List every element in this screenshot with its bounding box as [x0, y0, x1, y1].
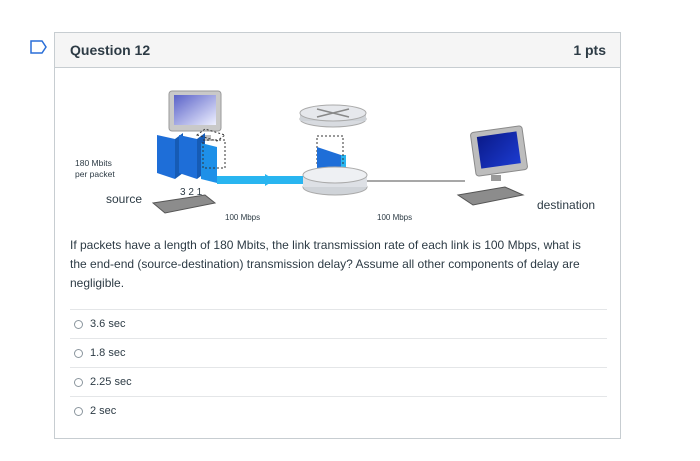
- answer-label: 2 sec: [90, 405, 117, 417]
- source-label: source: [106, 192, 142, 206]
- answer-option[interactable]: 1.8 sec: [70, 338, 607, 367]
- answer-option[interactable]: 3.6 sec: [70, 309, 607, 338]
- answer-option[interactable]: 2 sec: [70, 396, 607, 425]
- arrow-icon: [265, 174, 275, 186]
- radio-button[interactable]: [74, 377, 83, 387]
- link2-rate-label: 100 Mbps: [377, 213, 412, 222]
- answer-list: 3.6 sec 1.8 sec 2.25 sec 2 sec: [70, 309, 607, 425]
- radio-button[interactable]: [74, 319, 83, 329]
- switch-icon: [302, 166, 368, 196]
- packet-size-label-2: per packet: [75, 169, 115, 179]
- question-title: Question 12: [70, 42, 151, 58]
- radio-button[interactable]: [74, 348, 83, 358]
- radio-button[interactable]: [74, 406, 83, 416]
- transmission-bar: [217, 176, 349, 184]
- router-icon: [299, 104, 367, 128]
- network-diagram: 180 Mbits per packet 3 2 1 source destin…: [55, 83, 622, 233]
- packet-numbers-label: 3 2 1: [180, 187, 203, 198]
- packet-size-label: 180 Mbits: [75, 158, 112, 168]
- destination-computer-icon: [456, 125, 528, 206]
- question-text: If packets have a length of 180 Mbits, t…: [70, 238, 581, 290]
- answer-label: 1.8 sec: [90, 347, 126, 359]
- flag-question-icon[interactable]: [30, 40, 48, 54]
- question-card: Question 12 1 pts: [54, 32, 621, 439]
- answer-label: 3.6 sec: [90, 318, 126, 330]
- answer-label: 2.25 sec: [90, 376, 132, 388]
- question-header: Question 12 1 pts: [55, 33, 620, 68]
- answer-option[interactable]: 2.25 sec: [70, 367, 607, 396]
- source-computer-icon: [151, 90, 222, 214]
- link1-rate-label: 100 Mbps: [225, 213, 260, 222]
- destination-label: destination: [537, 198, 595, 212]
- source-packets-icon: [157, 128, 227, 183]
- question-points: 1 pts: [573, 42, 606, 58]
